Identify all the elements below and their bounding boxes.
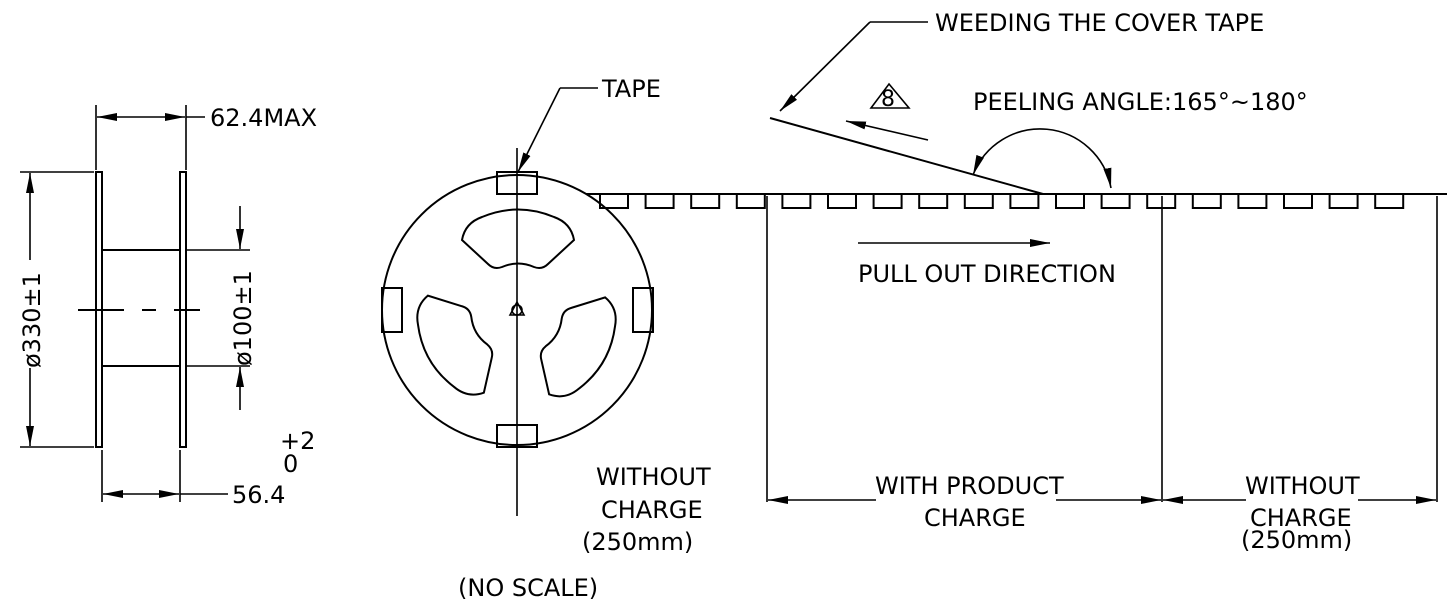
weeding-label: WEEDING THE COVER TAPE bbox=[935, 9, 1264, 37]
carrier-tape bbox=[586, 193, 1447, 209]
tape-pocket bbox=[872, 193, 903, 209]
tolerance-zero: 0 bbox=[283, 450, 298, 478]
peeling-angle-label: PEELING ANGLE:165°~180° bbox=[973, 88, 1308, 116]
tape-pockets bbox=[599, 193, 1405, 209]
tape-pocket bbox=[918, 193, 949, 209]
center-hole bbox=[508, 300, 526, 316]
pull-out-direction: PULL OUT DIRECTION bbox=[858, 239, 1116, 288]
cover-tape-line bbox=[769, 117, 1044, 195]
with-product-label: WITH PRODUCT bbox=[875, 472, 1064, 500]
tape-pocket bbox=[1374, 193, 1405, 209]
tape-pocket bbox=[1328, 193, 1359, 209]
tape-pocket bbox=[1283, 193, 1313, 209]
no-scale-note: (NO SCALE) bbox=[458, 574, 598, 602]
tape-pocket bbox=[599, 193, 629, 209]
tape-pocket bbox=[690, 193, 721, 209]
max-width-dimension: 62.4MAX bbox=[95, 104, 317, 170]
tape-pocket bbox=[644, 193, 675, 209]
tape-label: TAPE bbox=[601, 75, 661, 103]
reel-clip-left bbox=[381, 287, 403, 333]
reel-clip-bottom bbox=[496, 424, 538, 448]
tape-pocket bbox=[1100, 193, 1131, 209]
tolerance-plus: +2 bbox=[280, 427, 315, 455]
reel-front-view bbox=[381, 148, 654, 516]
leader-without-label: WITHOUT bbox=[596, 463, 711, 491]
hub-window-left bbox=[416, 294, 494, 396]
peeling-angle-dimension: PEELING ANGLE:165°~180° bbox=[972, 88, 1308, 189]
trailer-dimension: WITHOUT CHARGE (250mm) bbox=[1163, 472, 1436, 554]
reel-diameter-label: ø330±1 bbox=[18, 272, 46, 368]
tape-pocket bbox=[735, 193, 766, 209]
tape-pocket bbox=[781, 193, 812, 209]
hub-window-top bbox=[460, 208, 576, 269]
trailer-length-label: (250mm) bbox=[1241, 526, 1352, 554]
hub-diameter-dimension: ø100±1 bbox=[186, 206, 257, 410]
tape-callout: TAPE bbox=[517, 75, 661, 173]
reel-clip-top bbox=[496, 171, 538, 195]
reel-diameter-dimension: ø330±1 bbox=[18, 171, 94, 448]
leader-length-label: (250mm) bbox=[582, 528, 693, 556]
with-product-dimension: WITH PRODUCT CHARGE bbox=[768, 472, 1161, 532]
with-product-charge: CHARGE bbox=[924, 504, 1026, 532]
tape-pocket bbox=[1055, 193, 1085, 209]
warning-triangle: 8 bbox=[869, 82, 911, 112]
peel-direction-arrow bbox=[845, 120, 929, 141]
hub-width-dimension: 56.4 +2 0 bbox=[101, 427, 315, 509]
leader-label: WITHOUT CHARGE (250mm) bbox=[582, 463, 711, 556]
tape-pocket bbox=[1237, 193, 1268, 209]
pull-out-label: PULL OUT DIRECTION bbox=[858, 260, 1116, 288]
leader-charge-label: CHARGE bbox=[601, 496, 703, 524]
tape-pocket bbox=[827, 193, 857, 209]
max-width-label: 62.4MAX bbox=[210, 104, 317, 132]
reel-side-view bbox=[78, 171, 200, 448]
tape-pocket bbox=[1191, 193, 1222, 209]
trailer-without-label: WITHOUT bbox=[1245, 472, 1360, 500]
tape-pocket bbox=[1009, 193, 1040, 209]
svg-text:8: 8 bbox=[881, 87, 895, 112]
hub-width-label: 56.4 bbox=[232, 481, 285, 509]
hub-window-right bbox=[539, 296, 617, 398]
weeding-callout: WEEDING THE COVER TAPE bbox=[779, 9, 1264, 112]
tape-pocket bbox=[963, 193, 994, 209]
hub-diameter-label: ø100±1 bbox=[229, 270, 257, 366]
reel-clip-right bbox=[632, 287, 654, 333]
trailer-charge-label: CHARGE bbox=[1250, 504, 1352, 532]
